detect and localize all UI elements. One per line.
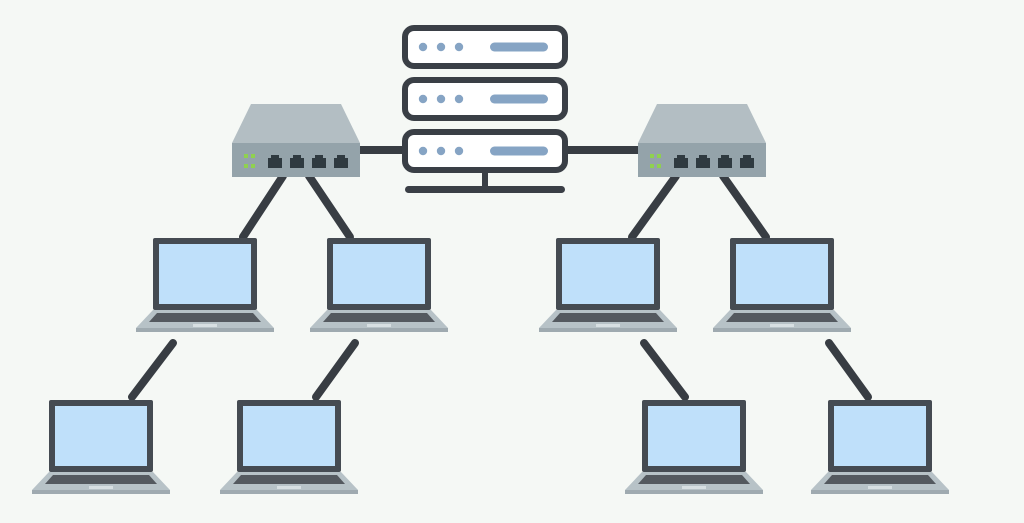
switch-status-leds: [244, 154, 255, 168]
link-switch-right-to-laptop-r2: [719, 172, 770, 241]
server-status-dot: [454, 94, 464, 104]
server-status-dot: [418, 94, 428, 104]
ethernet-port-icon: [290, 155, 304, 168]
laptop-base-edge: [713, 328, 851, 332]
server-drive-bar: [490, 42, 548, 52]
link-laptop-r1-to-laptop-r1-child: [640, 339, 689, 401]
ethernet-port-icon: [334, 155, 348, 168]
laptop-keyboard: [149, 313, 261, 322]
ethernet-port-icon: [268, 155, 282, 168]
laptop-base-edge: [136, 328, 274, 332]
server-status-dot: [418, 42, 428, 52]
laptop-icon: [32, 400, 170, 494]
server-drive-bar: [490, 94, 548, 104]
switch-led: [650, 154, 654, 158]
server-unit-frame: [402, 129, 568, 173]
nodes-layer: [32, 25, 949, 494]
server-stand-post: [482, 173, 488, 191]
link-switch-right-to-laptop-r1: [628, 172, 680, 241]
laptop-icon: [811, 400, 949, 494]
laptop-screen: [562, 244, 654, 304]
switch-led: [650, 164, 654, 168]
server-unit: [402, 129, 568, 173]
ethernet-port-icon: [312, 155, 326, 168]
switch-led: [657, 154, 661, 158]
links-layer: [128, 146, 872, 401]
server-unit-frame: [402, 77, 568, 121]
laptop-icon: [220, 400, 358, 494]
laptop-keyboard: [45, 475, 157, 484]
switch-led: [251, 154, 255, 158]
server-stand-base: [405, 186, 565, 193]
switch-top-panel: [638, 104, 766, 143]
link-switch-left-to-laptop-l2: [305, 172, 354, 241]
switch-led: [251, 164, 255, 168]
ethernet-port-icon: [674, 155, 688, 168]
switch-top-panel: [232, 104, 360, 143]
laptop-base-edge: [310, 328, 448, 332]
laptop-trackpad: [193, 324, 217, 327]
laptop-keyboard: [233, 475, 345, 484]
server-status-dot: [436, 42, 446, 52]
switch-led: [244, 154, 248, 158]
laptop-trackpad: [89, 486, 113, 489]
laptop-trackpad: [277, 486, 301, 489]
laptop-icon: [625, 400, 763, 494]
switch-led: [657, 164, 661, 168]
ethernet-port-icon: [718, 155, 732, 168]
link-laptop-r2-to-laptop-r2-child: [825, 339, 872, 401]
laptop-screen: [648, 406, 740, 466]
laptop-screen: [736, 244, 828, 304]
laptop-screen: [159, 244, 251, 304]
server-status-dot: [418, 146, 428, 156]
server-status-dot: [454, 42, 464, 52]
link-switch-left-to-laptop-l1: [239, 172, 287, 241]
laptop-icon: [539, 238, 677, 332]
laptop-keyboard: [726, 313, 838, 322]
network-switch-icon: [232, 104, 360, 177]
laptop-trackpad: [868, 486, 892, 489]
laptop-keyboard: [552, 313, 664, 322]
laptop-base-edge: [539, 328, 677, 332]
server-status-dot: [436, 146, 446, 156]
ethernet-port-icon: [740, 155, 754, 168]
switch-status-leds: [650, 154, 661, 168]
laptop-screen: [834, 406, 926, 466]
laptop-icon: [136, 238, 274, 332]
laptop-screen: [55, 406, 147, 466]
network-switch-icon: [638, 104, 766, 177]
laptop-base-edge: [625, 490, 763, 494]
laptop-base-edge: [220, 490, 358, 494]
server-status-dot: [454, 146, 464, 156]
laptop-keyboard: [323, 313, 435, 322]
link-laptop-l2-to-laptop-l2-child: [312, 339, 359, 401]
laptop-trackpad: [367, 324, 391, 327]
laptop-base-edge: [32, 490, 170, 494]
laptop-screen: [243, 406, 335, 466]
laptop-base-edge: [811, 490, 949, 494]
laptop-trackpad: [596, 324, 620, 327]
server-status-dot: [436, 94, 446, 104]
laptop-trackpad: [770, 324, 794, 327]
laptop-trackpad: [682, 486, 706, 489]
laptop-keyboard: [824, 475, 936, 484]
server-unit: [402, 77, 568, 121]
link-laptop-l1-to-laptop-l1-child: [128, 339, 177, 401]
server-unit-frame: [402, 25, 568, 69]
laptop-icon: [310, 238, 448, 332]
laptop-icon: [713, 238, 851, 332]
server-icon: [402, 25, 568, 193]
laptop-keyboard: [638, 475, 750, 484]
switch-led: [244, 164, 248, 168]
server-drive-bar: [490, 146, 548, 156]
ethernet-port-icon: [696, 155, 710, 168]
server-unit: [402, 25, 568, 69]
laptop-screen: [333, 244, 425, 304]
